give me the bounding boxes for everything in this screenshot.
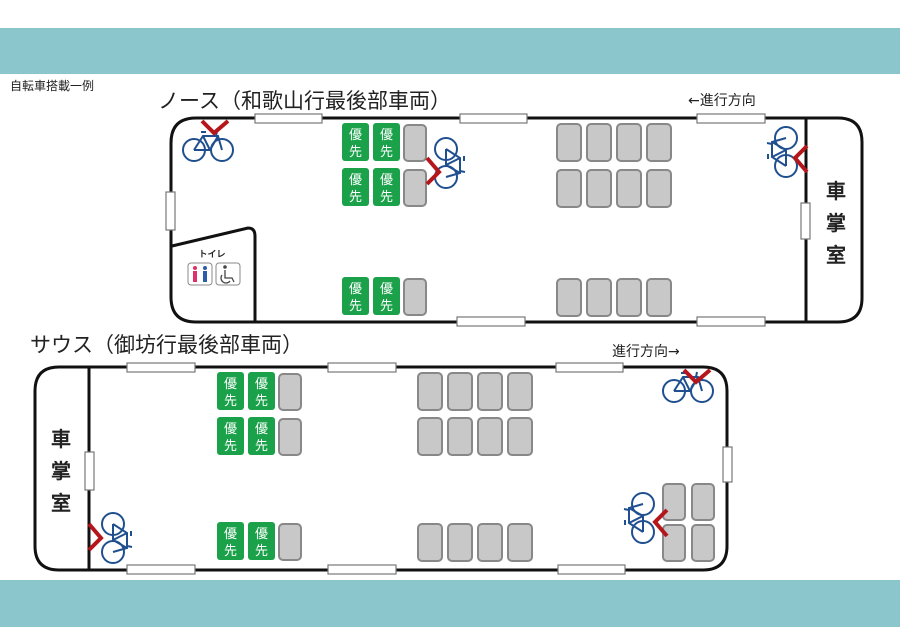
svg-text:優: 優 [349,128,362,143]
restroom-icon [187,262,213,286]
svg-text:先: 先 [255,394,268,409]
svg-text:優: 優 [380,282,393,297]
svg-text:先: 先 [349,145,362,160]
north-direction: ←進行方向 [688,93,756,109]
north-car: ノース（和歌山行最後部車両） ←進行方向 車 掌 室 トイレ 優先 [158,89,864,327]
north-cab-label: 車 [826,179,846,203]
svg-text:優: 優 [255,527,268,542]
svg-text:先: 先 [224,439,237,454]
svg-text:先: 先 [349,190,362,205]
svg-text:優: 優 [224,377,237,392]
south-title: サウス（御坊行最後部車両） [30,333,303,357]
south-windows [84,362,733,575]
south-car: サウス（御坊行最後部車両） 進行方向→ 車 掌 室 優先 優先 優先 優先 優先… [30,333,733,575]
svg-text:優: 優 [380,173,393,188]
south-cab-label: 掌 [51,459,71,483]
south-car-body [33,365,729,572]
caption: 自転車搭載一例 [10,79,94,93]
svg-text:優: 優 [224,422,237,437]
top-band [0,28,900,74]
wheelchair-icon [215,262,241,286]
svg-text:先: 先 [380,145,393,160]
north-cab-label: 掌 [826,211,846,235]
north-priority-seats: 優先 優先 優先 優先 優先 優先 [342,123,400,315]
svg-text:優: 優 [380,128,393,143]
svg-text:先: 先 [224,394,237,409]
toilet-wall [171,226,257,322]
svg-text:先: 先 [255,544,268,559]
svg-text:優: 優 [255,377,268,392]
north-windows [165,113,811,327]
south-cab-label: 車 [51,427,71,451]
svg-text:先: 先 [380,190,393,205]
south-direction: 進行方向→ [612,344,680,360]
south-cab-label: 室 [51,491,71,515]
north-title: ノース（和歌山行最後部車両） [158,89,451,113]
toilet-label: トイレ [198,249,225,260]
south-seats [278,372,715,562]
svg-text:先: 先 [380,299,393,314]
north-cab-label: 室 [826,243,846,267]
svg-text:優: 優 [255,422,268,437]
svg-text:先: 先 [255,439,268,454]
svg-text:先: 先 [224,544,237,559]
south-priority-seats: 優先 優先 優先 優先 優先 優先 [217,372,275,560]
svg-text:優: 優 [224,527,237,542]
svg-text:優: 優 [349,173,362,188]
svg-text:先: 先 [349,299,362,314]
north-car-body [169,116,864,324]
bottom-band [0,580,900,627]
svg-text:優: 優 [349,282,362,297]
north-seats [403,123,672,317]
